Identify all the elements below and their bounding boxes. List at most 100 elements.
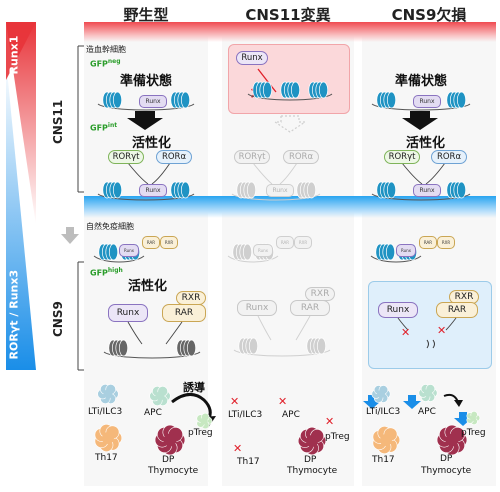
nucleosome-cns11-cns9	[238, 337, 259, 355]
thymocyte-label-cns9: Thymocyte	[421, 466, 472, 476]
lti-label-cns9: LTi/ILC3	[366, 407, 401, 417]
ptreg-cell-cns9	[466, 410, 481, 426]
nucleosome-wt-ready	[102, 91, 123, 109]
th17-label-cns11: Th17	[237, 457, 260, 467]
apc-cell-wt	[149, 386, 171, 406]
nucleosome-cns11-condensed	[280, 81, 301, 99]
rorgt-box-cns9: RORγt	[384, 150, 420, 164]
runx-pill-wt-ready: Runx	[139, 95, 167, 108]
dp-label-wt: DP	[162, 455, 175, 465]
apc-label-cns11: APC	[282, 410, 300, 420]
rar-box-cns9: RAR	[436, 302, 478, 318]
nucleosome-cns9-ready	[376, 91, 397, 109]
rar-box-wt: RAR	[162, 304, 206, 322]
ptreg-label-cns9: pTreg	[461, 428, 486, 438]
nucleosome-cns11-act	[236, 181, 257, 199]
mini-runx-cns9: Runx	[396, 244, 416, 257]
dp-label-cns9: DP	[440, 454, 453, 464]
dna-strand	[93, 255, 145, 263]
nucleosome-cns11-condensed	[308, 81, 329, 99]
ptreg-label-wt: pTreg	[188, 428, 213, 438]
ready-state-cns9: 準備状態	[395, 74, 448, 89]
red-band	[84, 22, 496, 42]
nucleosome-wt-act	[102, 181, 123, 199]
apc-cell-cns9	[418, 384, 438, 402]
blue-band	[84, 196, 496, 218]
mini-rar-wt: RAR	[142, 236, 160, 249]
brackets	[77, 45, 84, 371]
dp-cell-wt	[154, 424, 186, 456]
lti-label-wt: LTi/ILC3	[88, 407, 123, 417]
runx-pill-wt-act: Runx	[139, 184, 167, 197]
th17-label-cns9: Th17	[372, 455, 395, 465]
svg-text:✕: ✕	[233, 442, 242, 455]
rora-box-wt: RORα	[156, 150, 192, 164]
runx-box-cns9: Runx	[378, 302, 418, 318]
runx-pill-cns9-act: Runx	[413, 184, 441, 197]
gfp-int-label: GFPint	[90, 122, 118, 133]
nucleosome-wt-ready	[170, 91, 191, 109]
nucleosome-cns11-cns9	[306, 337, 327, 355]
induce-label: 誘導	[183, 381, 205, 394]
thymocyte-label-cns11: Thymocyte	[287, 466, 338, 476]
nucleosome-wt-act	[170, 181, 191, 199]
dna-strand	[103, 351, 201, 359]
dp-cell-cns11	[297, 426, 327, 456]
svg-text:✕: ✕	[278, 395, 287, 408]
rorgt-box-cns11: RORγt	[234, 150, 270, 164]
activation-cns9: 活性化	[406, 136, 446, 151]
nucleosome-cns11-act	[296, 181, 317, 199]
innate-title: 自然免疫細胞	[86, 222, 134, 231]
mini-rar-cns11: RAR	[276, 236, 294, 249]
rar-box-cns11: RAR	[290, 300, 330, 316]
ptreg-label-cns11: pTreg	[325, 432, 350, 442]
dna-strand	[233, 349, 331, 357]
nucleosome-cns9-innate	[375, 243, 396, 261]
thymocyte-label-wt: Thymocyte	[148, 466, 199, 476]
section-arrow	[61, 227, 79, 244]
rorgt-box-wt: RORγt	[108, 150, 144, 164]
svg-text:✕: ✕	[437, 324, 446, 337]
runx-box-wt: Runx	[108, 304, 148, 322]
dp-cell-cns9	[436, 424, 468, 456]
nucleosome-cns11-innate	[232, 243, 253, 261]
header-wildtype: 野生型	[123, 6, 169, 24]
activation-bottom-wt: 活性化	[128, 279, 168, 294]
gfp-high-label: GFPhigh	[90, 267, 123, 278]
svg-text:✕: ✕	[325, 415, 334, 428]
dna-strand	[247, 93, 333, 101]
cns9-deletion-box	[368, 281, 492, 369]
ptreg-cell-wt	[196, 412, 213, 430]
nucleosome-wt-cns9	[176, 339, 197, 357]
nucleosome-wt-innate	[98, 243, 119, 261]
mini-rxr-cns11: RXR	[294, 236, 312, 249]
rora-box-cns11: RORα	[283, 150, 319, 164]
th17-cell-cns9	[372, 426, 401, 454]
header-cns9: CNS9欠損	[391, 6, 467, 24]
cns11-runx-box: Runx	[236, 51, 268, 65]
th17-cell-wt	[94, 424, 123, 452]
dna-strand	[97, 193, 195, 201]
ready-state-wt: 準備状態	[120, 74, 173, 89]
hsc-title: 造血幹細胞	[86, 45, 126, 54]
nucleosome-wt-cns9	[108, 339, 129, 357]
nucleosome-cns9-ready	[446, 91, 467, 109]
lti-label-cns11: LTi/ILC3	[228, 410, 263, 420]
dna-strand	[370, 255, 422, 263]
dna-strand	[227, 255, 279, 263]
lti-cell-wt	[97, 384, 119, 404]
dna-strand	[231, 193, 321, 201]
runx-pill-cns9-ready: Runx	[413, 95, 441, 108]
mini-rxr-wt: RXR	[160, 236, 178, 249]
lti-cell-cns9	[371, 385, 391, 403]
activation-wt: 活性化	[132, 136, 172, 151]
runx-pill-cns11-act: Runx	[266, 184, 294, 197]
dp-label-cns11: DP	[304, 455, 317, 465]
runx-box-cns11: Runx	[237, 300, 277, 316]
mini-runx-cns11: Runx	[253, 244, 273, 257]
rora-box-cns9: RORα	[431, 150, 467, 164]
apc-label-cns9: APC	[418, 407, 436, 417]
